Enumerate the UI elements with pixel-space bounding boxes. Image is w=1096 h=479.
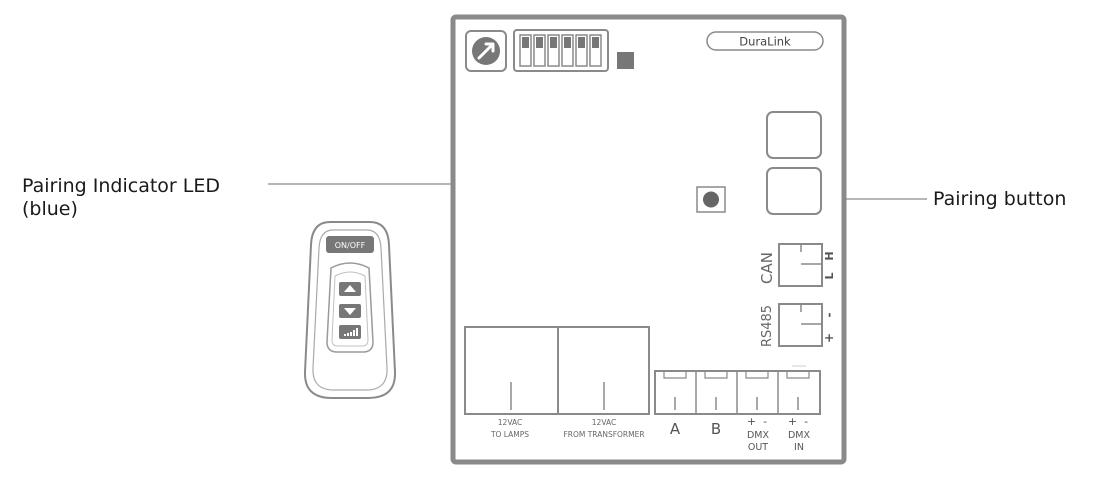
adjustment-dial-icon [465,30,507,72]
pairing-button-callout-label: Pairing button [933,188,1067,210]
transformer-label-line2: FROM TRANSFORMER [563,430,644,439]
terminal-a-label: A [670,420,681,438]
dip-switch-knob-5 [578,37,585,48]
signal-bars-icon [344,328,358,336]
rs485-label: RS485 [760,305,775,347]
dip-switch-3[interactable] [547,34,560,67]
signal-terminal-strip: A B + - DMX OUT + - DMX IN [654,365,821,453]
pairing-led-callout-label: Pairing Indicator LED (blue) [22,175,220,221]
dmx-in-label-line1: DMX [788,430,811,441]
pairing-led-label-line2: (blue) [22,198,78,220]
transformer-terminal: 12VAC FROM TRANSFORMER [557,326,650,439]
dmx-out-polarity: + - [747,415,767,428]
remote-on-off-label: ON/OFF [335,241,366,250]
board-pad-top [766,111,822,159]
lamps-label-line2: TO LAMPS [490,430,529,439]
rs485-connector: RS485 - + [760,303,836,347]
dip-switch-block [513,29,609,72]
lamps-label-line1: 12VAC [498,418,522,427]
rs485-plus-label: + [822,333,836,343]
lamps-terminal: 12VAC TO LAMPS [464,326,559,439]
dip-switch-5[interactable] [575,34,588,67]
dip-switch-4[interactable] [561,34,574,67]
dip-switch-2[interactable] [533,34,546,67]
can-l-label: L [823,272,836,279]
remote-button-panel [326,262,374,353]
brand-name: DuraLink [739,35,791,49]
dip-switch-knob-3 [550,37,557,48]
remote-body-inner [312,229,388,391]
remote-level-button[interactable] [339,325,361,339]
remote-on-off-button[interactable]: ON/OFF [326,236,374,253]
dip-switch-1[interactable] [519,34,532,67]
can-h-label: H [823,251,836,260]
remote-up-button[interactable] [339,282,361,296]
dip-switch-knob-2 [536,37,543,48]
dmx-out-label-line2: OUT [748,442,768,453]
controller-board: DuraLink CAN H L RS485 - + [450,14,847,465]
remote-button-panel-inner [331,271,369,347]
rs485-minus-label: - [822,312,836,317]
triangle-up-icon [344,285,356,292]
dmx-in-label-line2: IN [794,442,804,453]
pairing-led-label-line1: Pairing Indicator LED [22,175,220,197]
dmx-in-polarity: + - [788,415,808,428]
dmx-out-label-line1: DMX [747,430,770,441]
board-pad-bottom [766,167,822,215]
terminal-b-label: B [711,420,721,438]
dip-switch-knob-1 [522,37,529,48]
triangle-down-icon [344,308,356,315]
dip-switch-knob-4 [564,37,571,48]
brand-badge [706,31,824,51]
remote-down-button[interactable] [339,304,361,318]
pairing-button[interactable] [696,186,726,213]
pairing-indicator-led [617,52,634,69]
dip-switch-knob-6 [592,37,599,48]
can-connector: CAN H L [758,243,836,287]
can-label: CAN [758,252,776,284]
dip-switch-6[interactable] [589,34,602,67]
transformer-label-line1: 12VAC [592,418,616,427]
remote-control: ON/OFF [303,221,397,399]
